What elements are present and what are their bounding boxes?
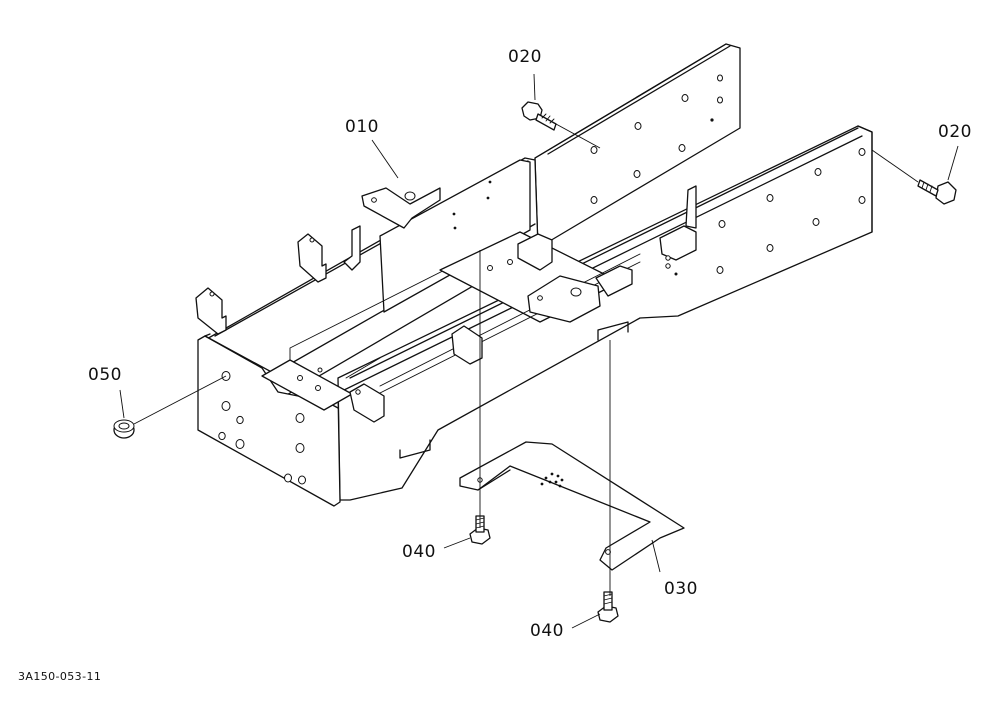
callout-040-lower: 040 xyxy=(530,621,564,641)
callout-050: 050 xyxy=(88,365,122,385)
callout-030: 030 xyxy=(664,579,698,599)
callout-010: 010 xyxy=(345,117,379,137)
brackets xyxy=(195,185,697,423)
plug-050 xyxy=(113,419,135,439)
plate-embossing xyxy=(540,472,564,488)
callout-020-top: 020 xyxy=(508,47,542,67)
under-plate-030 xyxy=(459,441,685,571)
right-rail xyxy=(337,125,873,501)
bolt-020-right xyxy=(917,179,957,205)
right-rail-holes xyxy=(674,148,866,276)
bolt-020-top xyxy=(521,101,557,131)
drawing-number: 3A150-053-11 xyxy=(18,670,102,683)
callout-020-right: 020 xyxy=(938,122,972,142)
leader-lines xyxy=(119,73,959,629)
end-plate-holes xyxy=(218,371,306,485)
left-rail-holes xyxy=(452,74,723,230)
callout-040-upper: 040 xyxy=(402,542,436,562)
bolt-040-lower xyxy=(597,591,619,623)
left-rail xyxy=(204,43,741,401)
